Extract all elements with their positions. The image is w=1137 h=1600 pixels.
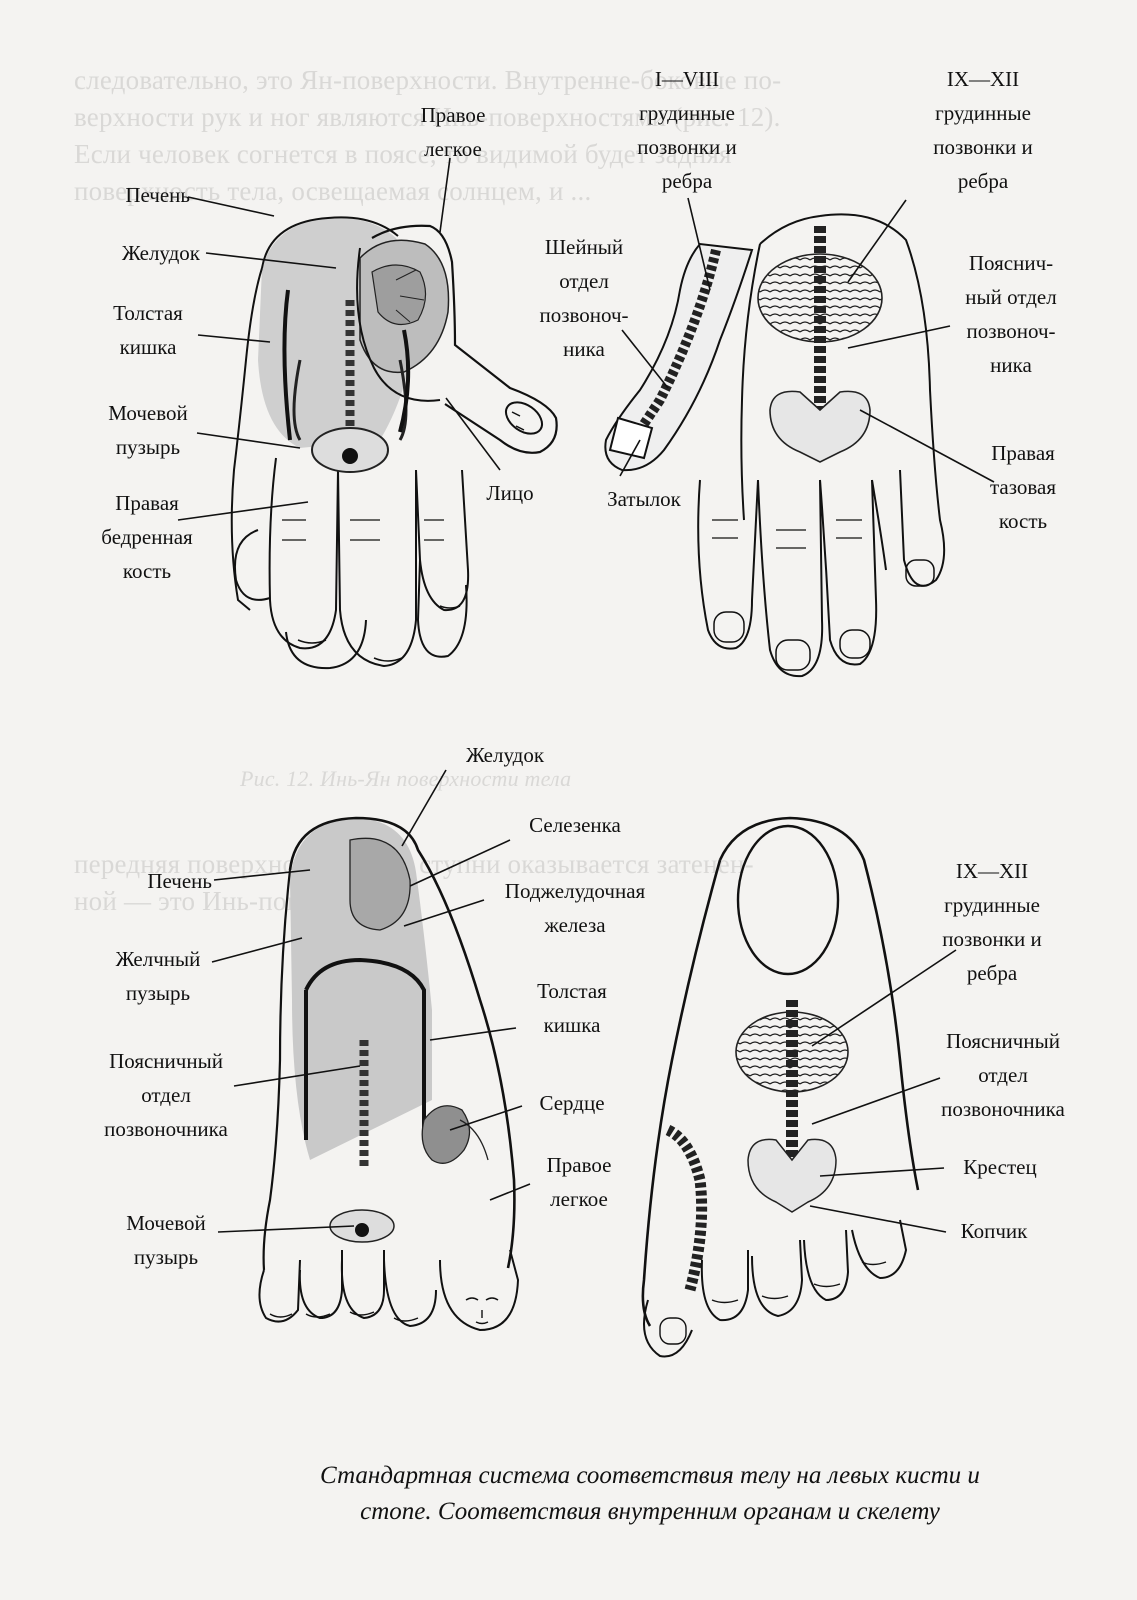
bleed-through-line: Если человек согнется в поясе, то видимо… bbox=[74, 139, 732, 169]
label-sacrum: Крестец bbox=[963, 1155, 1037, 1179]
label-face: Лицо bbox=[486, 481, 534, 505]
label-right-lung-foot: Правое легкое bbox=[546, 1153, 612, 1211]
label-gallbladder: Желчный пузырь bbox=[115, 947, 201, 1005]
bottom-left-leader-lines bbox=[211, 769, 531, 1233]
label-coccyx: Копчик bbox=[960, 1219, 1028, 1243]
bleed-through-line: Рис. 12. Инь-Ян поверхности тела bbox=[240, 766, 572, 791]
top-left-leader-lines bbox=[177, 157, 501, 521]
label-thoracic-1-8: I—VIII грудинные позвонки и ребра bbox=[637, 67, 737, 193]
label-thoracic-9-12-foot: IX—XII грудинные позвонки и ребра bbox=[942, 859, 1042, 985]
label-cervical-spine: Шейный отдел позвоноч- ника bbox=[539, 235, 629, 361]
label-colon-foot: Толстая кишка bbox=[537, 979, 607, 1037]
foot-sole-organs-figure bbox=[258, 816, 520, 1332]
label-pancreas: Поджелудочная железа bbox=[504, 879, 646, 937]
label-bladder-foot: Мочевой пузырь bbox=[126, 1211, 206, 1269]
bleed-through-line: поверхность тела, освещаемая солнцем, и … bbox=[74, 176, 592, 206]
label-right-pelvic-bone: Правая тазовая кость bbox=[989, 441, 1057, 533]
label-bladder: Мочевой пузырь bbox=[108, 401, 188, 459]
label-stomach-foot: Желудок bbox=[465, 743, 545, 767]
label-liver-foot: Печень bbox=[147, 869, 212, 893]
label-liver: Печень bbox=[125, 183, 190, 207]
label-spleen: Селезенка bbox=[529, 813, 621, 837]
label-stomach: Желудок bbox=[121, 241, 200, 265]
foot-top-skeleton-figure bbox=[641, 816, 920, 1358]
label-occiput: Затылок bbox=[607, 487, 681, 511]
label-thoracic-9-12-hand: IX—XII грудинные позвонки и ребра bbox=[933, 67, 1033, 193]
label-right-lung: Правое легкое bbox=[420, 103, 486, 161]
top-right-leader-lines bbox=[619, 197, 995, 483]
bleed-through-line: следовательно, это Ян-поверхности. Внутр… bbox=[74, 65, 782, 95]
bottom-right-leader-lines bbox=[809, 949, 957, 1233]
hand-palm-organs-figure bbox=[230, 216, 558, 670]
label-lumbar-spine-foot-sole: Поясничный отдел позвоночника bbox=[104, 1049, 228, 1141]
label-heart: Сердце bbox=[539, 1091, 605, 1115]
bleed-through-line: верхности рук и ног являются Инь-поверхн… bbox=[74, 102, 781, 132]
label-colon: Толстая кишка bbox=[113, 301, 183, 359]
label-right-femur: Правая бедренная кость bbox=[101, 491, 193, 583]
figure-caption: Стандартная система соответствия телу на… bbox=[320, 1462, 980, 1525]
label-lumbar-spine-foot: Поясничный отдел позвоночника bbox=[941, 1029, 1065, 1121]
label-lumbar-spine-hand: Пояснич- ный отдел позвоноч- ника bbox=[965, 251, 1057, 377]
hand-back-skeleton-figure bbox=[604, 213, 946, 678]
